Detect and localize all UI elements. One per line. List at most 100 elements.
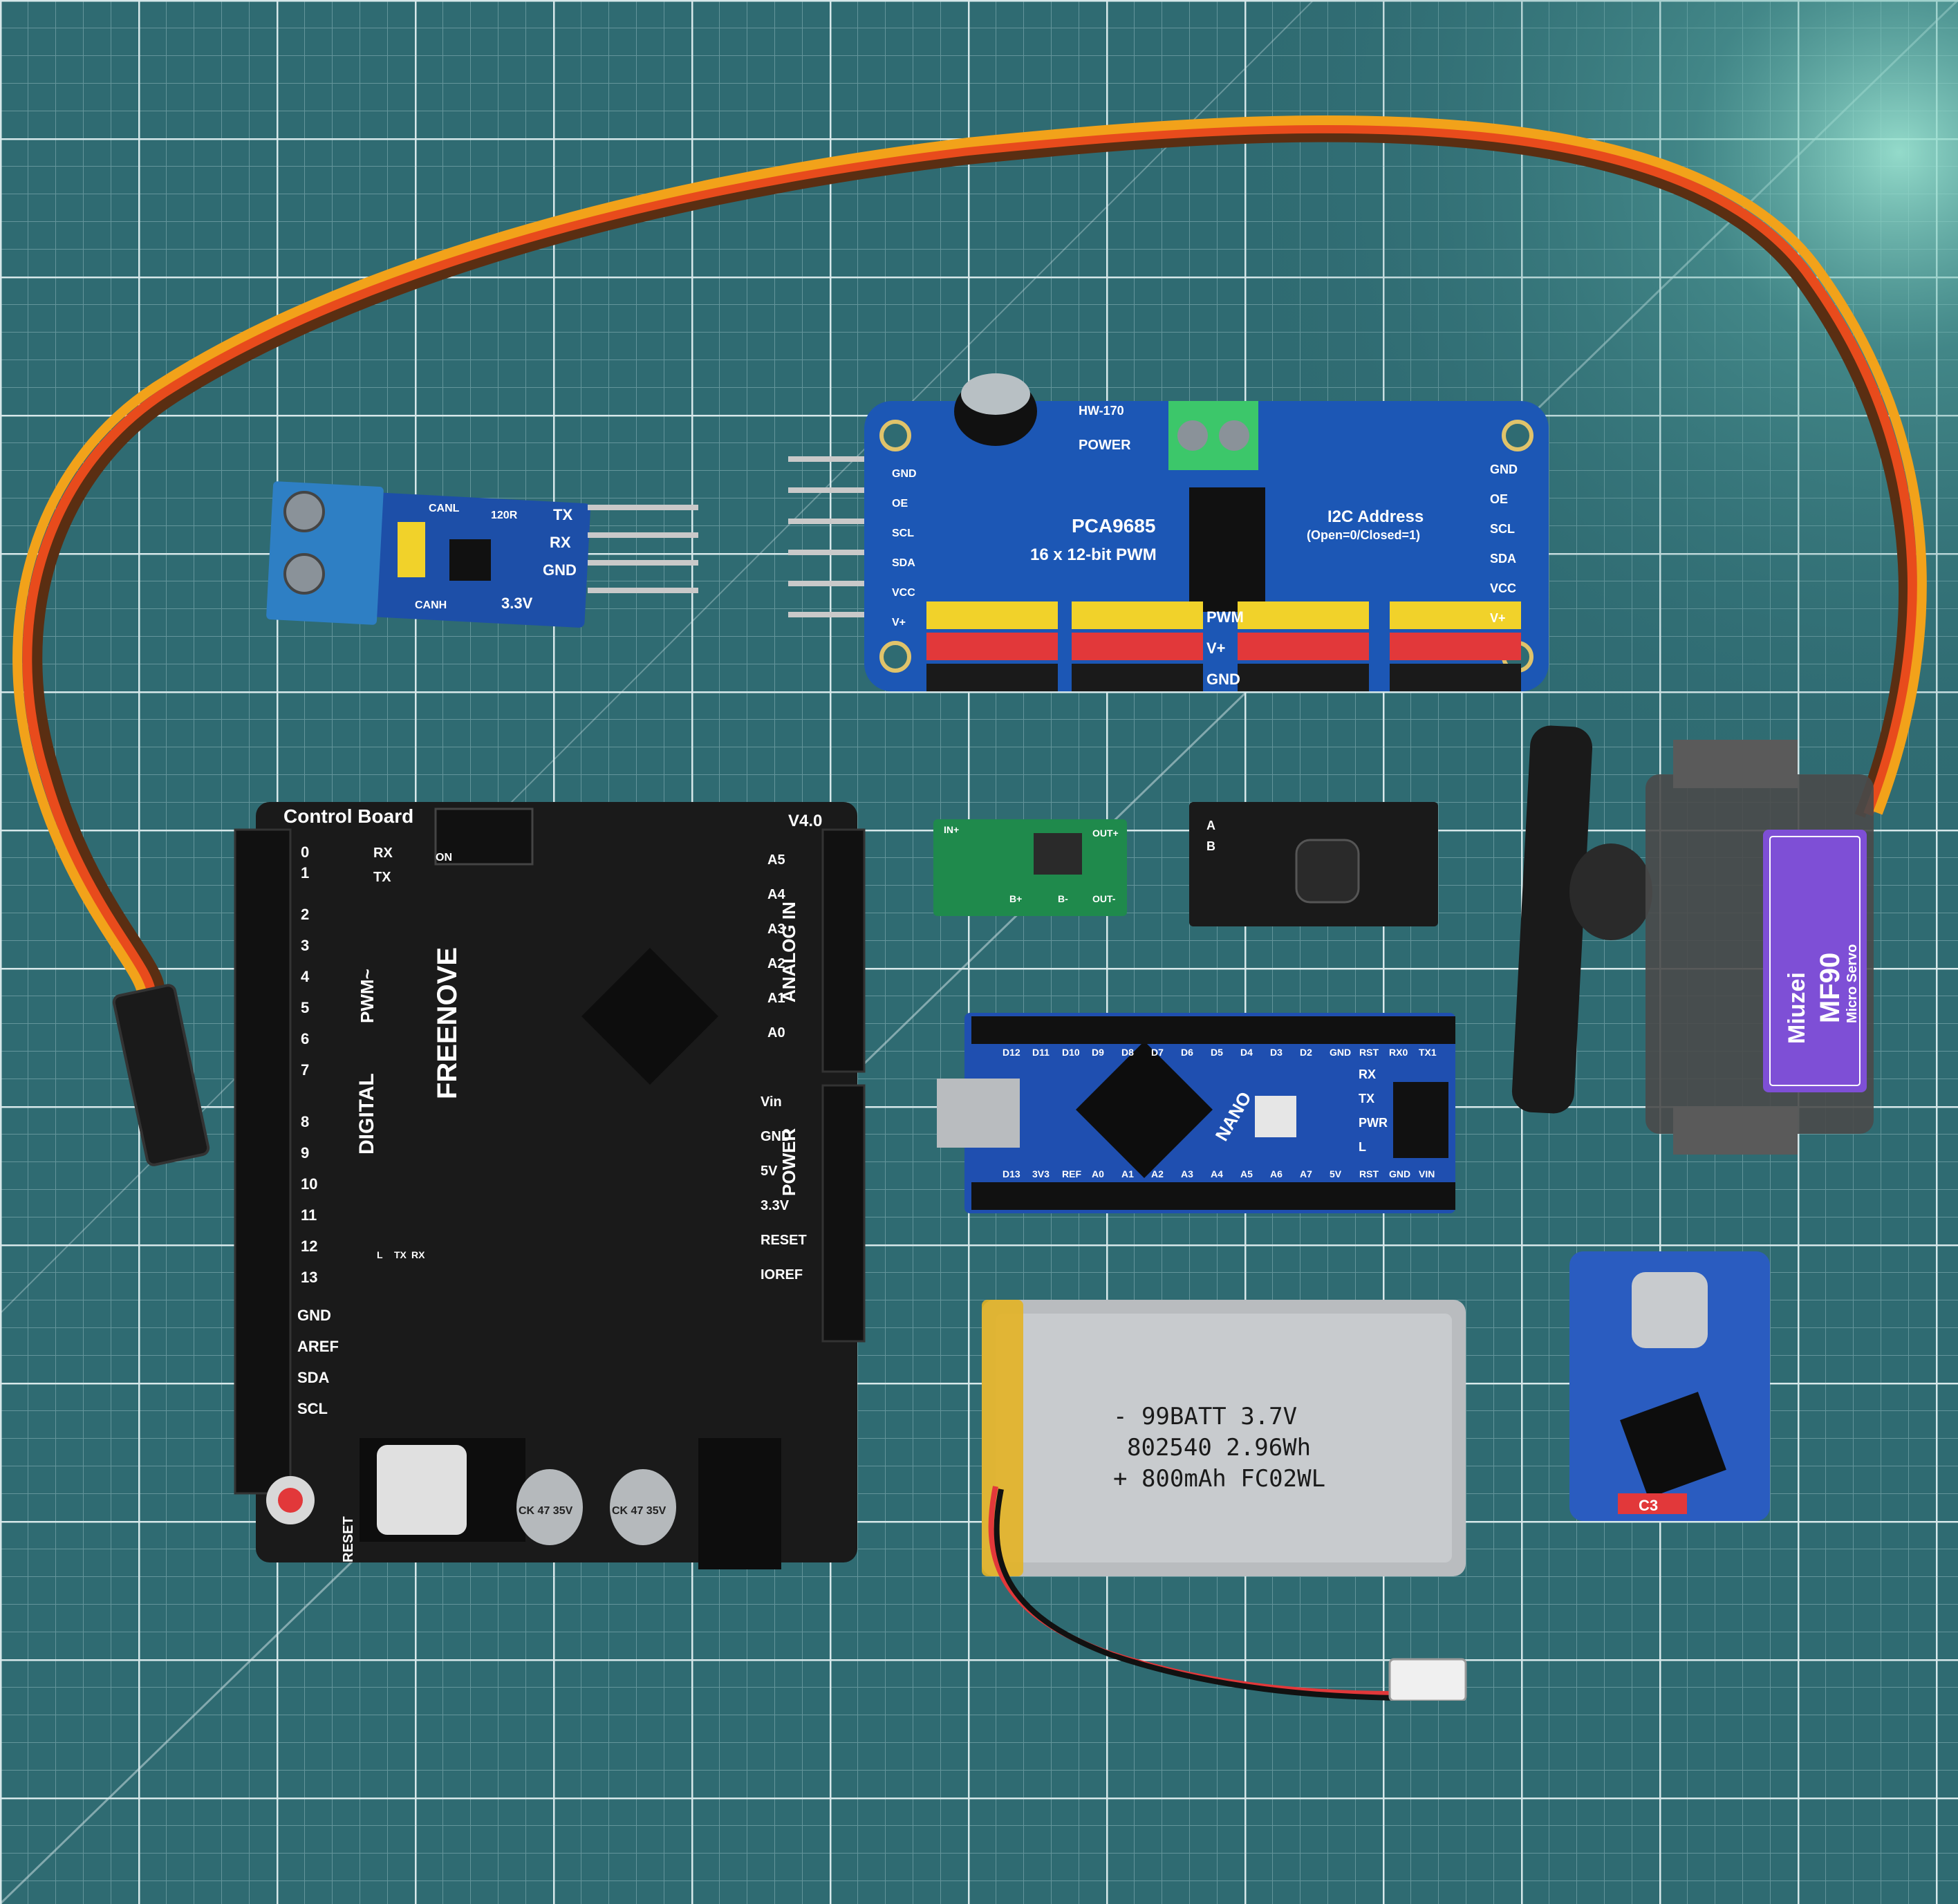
can-pin-tx: TX	[553, 506, 572, 523]
pca-left-pin-oe: OE	[892, 498, 908, 510]
uno-apin-a3: A3	[767, 922, 785, 937]
nano-top-pin: D7	[1151, 1047, 1164, 1058]
nano-led-l: L	[1359, 1140, 1366, 1154]
nano-top-pin: D5	[1211, 1047, 1223, 1058]
uno-ppin-gnd: GND	[761, 1129, 791, 1144]
nano-top-pin: D3	[1270, 1047, 1283, 1058]
uno-version: V4.0	[788, 812, 822, 830]
uno-ppin-5v: 5V	[761, 1164, 778, 1179]
nano-bottom-pin: 5V	[1330, 1168, 1342, 1179]
uno-apin-a0: A0	[767, 1025, 785, 1040]
uno-apin-a5: A5	[767, 852, 785, 868]
lipo-battery: - 99BATT 3.7V 802540 2.96Wh + 800mAh FC0…	[982, 1300, 1467, 1701]
can-transceiver-module: TX RX GND 3.3V CANL CANH 120R	[266, 481, 698, 628]
battery-line-1: - 99BATT 3.7V	[1113, 1403, 1297, 1430]
nano-top-pin: RST	[1359, 1047, 1379, 1058]
uno-cap-2: CK 47 35V	[612, 1505, 666, 1517]
esp32c3-mini-board: C3	[1569, 1251, 1770, 1521]
uno-dpin-11: 11	[301, 1206, 317, 1224]
uno-left-sda: SDA	[297, 1369, 330, 1386]
uno-dpin-2: 2	[301, 906, 309, 923]
nano-bottom-pin: 3V3	[1032, 1168, 1050, 1179]
uno-apin-a4: A4	[767, 887, 785, 902]
nano-top-pin: D2	[1300, 1047, 1312, 1058]
buck-label-bplus: B+	[1009, 893, 1022, 904]
pca-right-pin-gnd: GND	[1490, 463, 1518, 476]
nano-bottom-pin: A4	[1211, 1168, 1223, 1179]
buck2-label-b: B	[1206, 839, 1215, 853]
nano-bottom-pin: D13	[1003, 1168, 1020, 1179]
black-buck-converter: A B	[1189, 802, 1438, 926]
buck-label-outminus: OUT-	[1092, 893, 1116, 904]
uno-on-led: ON	[436, 852, 452, 864]
nano-top-pin: D8	[1121, 1047, 1134, 1058]
uno-dpin-4: 4	[301, 968, 310, 985]
uno-dpin-12: 12	[301, 1238, 317, 1255]
pca-left-pin-gnd: GND	[892, 468, 917, 480]
uno-apin-a1: A1	[767, 991, 785, 1006]
green-buck-converter: IN+ OUT+ B+ B- OUT-	[933, 819, 1127, 916]
pca-row-gnd: GND	[1206, 671, 1240, 688]
uno-pin-rx: RX	[373, 846, 393, 861]
uno-left-aref: AREF	[297, 1338, 339, 1355]
pca-right-pin-oe: OE	[1490, 492, 1508, 506]
nano-top-pin: D4	[1240, 1047, 1253, 1058]
pca-model-label: HW-170	[1079, 404, 1124, 418]
nano-bottom-pin: A1	[1121, 1168, 1134, 1179]
pca-chip-label: PCA9685	[1072, 515, 1155, 536]
uno-dpin-9: 9	[301, 1144, 309, 1161]
nano-bottom-pin: A5	[1240, 1168, 1253, 1179]
buck-label-in: IN+	[944, 824, 959, 835]
uno-dpin-5: 5	[301, 999, 309, 1016]
pca9685-servo-driver: PCA9685 16 x 12-bit PWM POWER HW-170 I2C…	[788, 373, 1549, 691]
uno-reset-label: RESET	[341, 1516, 356, 1562]
nano-bottom-pin: A7	[1300, 1168, 1312, 1179]
battery-line-3: + 800mAh FC02WL	[1113, 1465, 1325, 1493]
uno-cap-1: CK 47 35V	[519, 1505, 573, 1517]
micro-servo-motor: Miuzei MF90 Micro Servo	[1511, 725, 1874, 1155]
nano-bottom-pin: A3	[1181, 1168, 1193, 1179]
uno-ppin-ioref: IOREF	[761, 1267, 803, 1282]
pca-right-pin-vplus: V+	[1490, 611, 1506, 625]
uno-analog-label: ANALOG IN	[778, 902, 799, 1002]
c3-label: C3	[1639, 1497, 1658, 1514]
uno-left-scl: SCL	[297, 1400, 328, 1417]
can-pin-3v3: 3.3V	[501, 595, 533, 612]
uno-pin-tx: TX	[373, 870, 391, 885]
nano-top-pin: RX0	[1389, 1047, 1408, 1058]
uno-led-l: L	[377, 1249, 383, 1260]
pca-right-pin-vcc: VCC	[1490, 581, 1516, 595]
pca-row-vplus: V+	[1206, 640, 1226, 657]
nano-bottom-pin: GND	[1389, 1168, 1410, 1179]
pca-left-pin-vcc: VCC	[892, 587, 915, 599]
pca-right-pin-sda: SDA	[1490, 552, 1516, 566]
uno-dpin-6: 6	[301, 1030, 309, 1047]
uno-apin-a2: A2	[767, 956, 785, 971]
nano-top-pin: GND	[1330, 1047, 1351, 1058]
uno-brand: FREENOVE	[432, 947, 463, 1099]
freenove-control-board: Control Board V4.0 FREENOVE DIGITAL PWM~…	[234, 802, 866, 1569]
nano-bottom-pin: RST	[1359, 1168, 1379, 1179]
pca-i2c-label: I2C Address	[1327, 507, 1424, 526]
pca-left-pin-vplus: V+	[892, 617, 906, 628]
nano-bottom-pin: VIN	[1419, 1168, 1435, 1179]
uno-dpin-13: 13	[301, 1269, 317, 1286]
nano-bottom-pin: A0	[1092, 1168, 1104, 1179]
pca-power-label: POWER	[1079, 438, 1131, 453]
servo-model: MF90	[1815, 953, 1845, 1023]
uno-left-gnd: GND	[297, 1307, 331, 1324]
pca-left-pin-scl: SCL	[892, 528, 914, 539]
uno-title: Control Board	[283, 805, 413, 827]
uno-dpin-1: 1	[301, 864, 309, 881]
uno-pwm-label: PWM~	[357, 969, 377, 1023]
nano-led-rx: RX	[1359, 1067, 1376, 1081]
arduino-nano: NANO RX TX PWR L D12 D11 D10 D9 D8 D7 D6…	[937, 1013, 1455, 1213]
uno-dpin-8: 8	[301, 1113, 309, 1130]
nano-bottom-pin: REF	[1062, 1168, 1081, 1179]
uno-led-rx: RX	[411, 1249, 425, 1260]
pca-i2c-sub-label: (Open=0/Closed=1)	[1307, 528, 1420, 542]
uno-dpin-3: 3	[301, 937, 309, 954]
pca-left-pin-sda: SDA	[892, 557, 915, 569]
can-label-canl: CANL	[429, 503, 460, 514]
can-pin-gnd: GND	[543, 561, 577, 579]
